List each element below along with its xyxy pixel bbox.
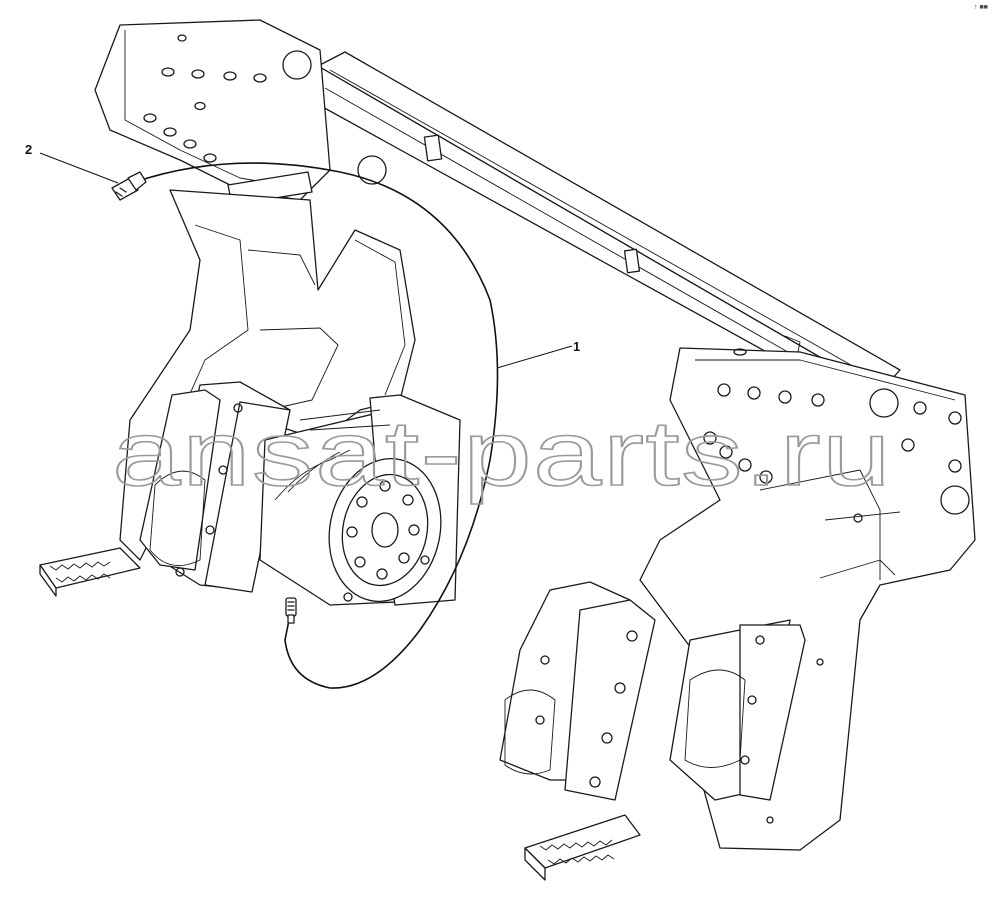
cable-connector xyxy=(111,171,147,201)
corner-mark: ↑ ■■ xyxy=(974,4,988,11)
left-step xyxy=(39,547,141,597)
sensor-probe xyxy=(285,597,297,624)
sensor-cable xyxy=(134,162,499,689)
right-mounting-bolts xyxy=(703,383,962,484)
right-pad-assembly xyxy=(499,581,806,801)
callout-1: 1 xyxy=(496,339,580,369)
right-frame-assembly xyxy=(499,347,976,881)
main-frame-beam xyxy=(309,51,901,409)
right-step xyxy=(524,814,641,881)
hub-bolts xyxy=(343,480,430,602)
callout-label-1: 1 xyxy=(573,339,580,354)
watermark-text: ansat-parts.ru xyxy=(112,403,892,505)
mounting-bolts xyxy=(143,34,267,163)
central-hub-assembly xyxy=(259,394,461,606)
callout-label-2: 2 xyxy=(25,142,32,157)
callout-2: 2 xyxy=(25,142,119,184)
